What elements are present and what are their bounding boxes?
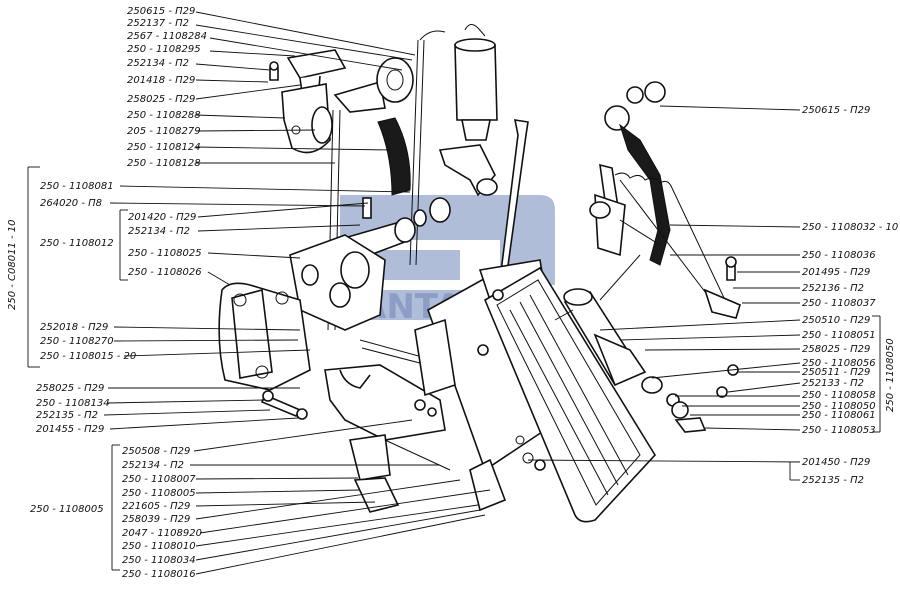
labels: 250615 - П29 252137 - П2 2567 - 1108284 …: [7, 6, 898, 580]
part-label: 250 - 1108010: [122, 541, 196, 552]
part-label: 252135 - П2: [802, 475, 864, 486]
part-label: 221605 - П29: [122, 501, 190, 512]
part-label: 250 - 1108012: [40, 238, 114, 249]
part-label: 250615 - П29: [127, 6, 195, 17]
leader-lines: [27, 11, 881, 575]
part-label: 250 - 1108053: [802, 425, 876, 436]
part-label: 258025 - П29: [36, 383, 104, 394]
part-label: 250 - 1108032 - 10: [802, 222, 898, 233]
part-label: 250508 - П29: [122, 446, 190, 457]
part-label: 250511 - П29: [802, 367, 870, 378]
part-label: 252133 - П2: [802, 378, 864, 389]
part-label: 250 - 1108050: [802, 401, 876, 412]
part-label: 258039 - П29: [122, 514, 190, 525]
part-label: 201418 - П29: [127, 75, 195, 86]
part-label: 250 - 1108295: [127, 44, 201, 55]
part-label: 250 - 1108026: [128, 267, 202, 278]
part-label: 2047 - 1108920: [122, 528, 202, 539]
part-label: 252134 - П2: [127, 58, 189, 69]
part-label: 250 - 1108034: [122, 555, 196, 566]
parts-drawing: [218, 24, 741, 523]
part-label: 205 - 1108279: [127, 126, 201, 137]
part-label: 250 - 1108288: [127, 110, 201, 121]
part-label: 250 - 1108134: [36, 398, 110, 409]
part-label: 2567 - 1108284: [127, 31, 207, 42]
part-label: 258025 - П29: [802, 344, 870, 355]
assembly-label-left: 250 - C08011 - 10: [7, 219, 18, 310]
part-label: 252135 - П2: [36, 410, 98, 421]
assembly-label-bottom: 250 - 1108005: [30, 504, 104, 515]
part-label: 250 - 1108124: [127, 142, 201, 153]
part-label: 250 - 1108015 - 20: [40, 351, 136, 362]
part-label: 250 - 1108005: [122, 488, 196, 499]
part-label: 201420 - П29: [128, 212, 196, 223]
part-label: 252018 - П29: [40, 322, 108, 333]
part-label: 252136 - П2: [802, 283, 864, 294]
part-label: 250510 - П29: [802, 315, 870, 326]
part-label: 252134 - П2: [128, 226, 190, 237]
part-label: 250 - 1108128: [127, 158, 201, 169]
part-label: 264020 - П8: [40, 198, 102, 209]
part-label: 201455 - П29: [36, 424, 104, 435]
part-label: 250 - 1108051: [802, 330, 876, 341]
part-label: 250 - 1108025: [128, 248, 202, 259]
part-label: 250 - 1108081: [40, 181, 114, 192]
part-label: 252137 - П2: [127, 18, 189, 29]
part-label: 250 - 1108270: [40, 336, 114, 347]
part-label: 250 - 1108036: [802, 250, 876, 261]
part-label: 250 - 1108016: [122, 569, 196, 580]
part-label: 258025 - П29: [127, 94, 195, 105]
part-label: 250 - 1108056: [802, 358, 876, 369]
part-label: 250 - 1108061: [802, 410, 876, 421]
part-label: 201495 - П29: [802, 267, 870, 278]
part-label: 250 - 1108007: [122, 474, 196, 485]
part-label: 201450 - П29: [802, 457, 870, 468]
part-label: 250615 - П29: [802, 105, 870, 116]
part-label: 252134 - П2: [122, 460, 184, 471]
part-label: 250 - 1108058: [802, 390, 876, 401]
part-label: 250 - 1108037: [802, 298, 876, 309]
assembly-label-right: 250 - 1108050: [885, 338, 896, 412]
